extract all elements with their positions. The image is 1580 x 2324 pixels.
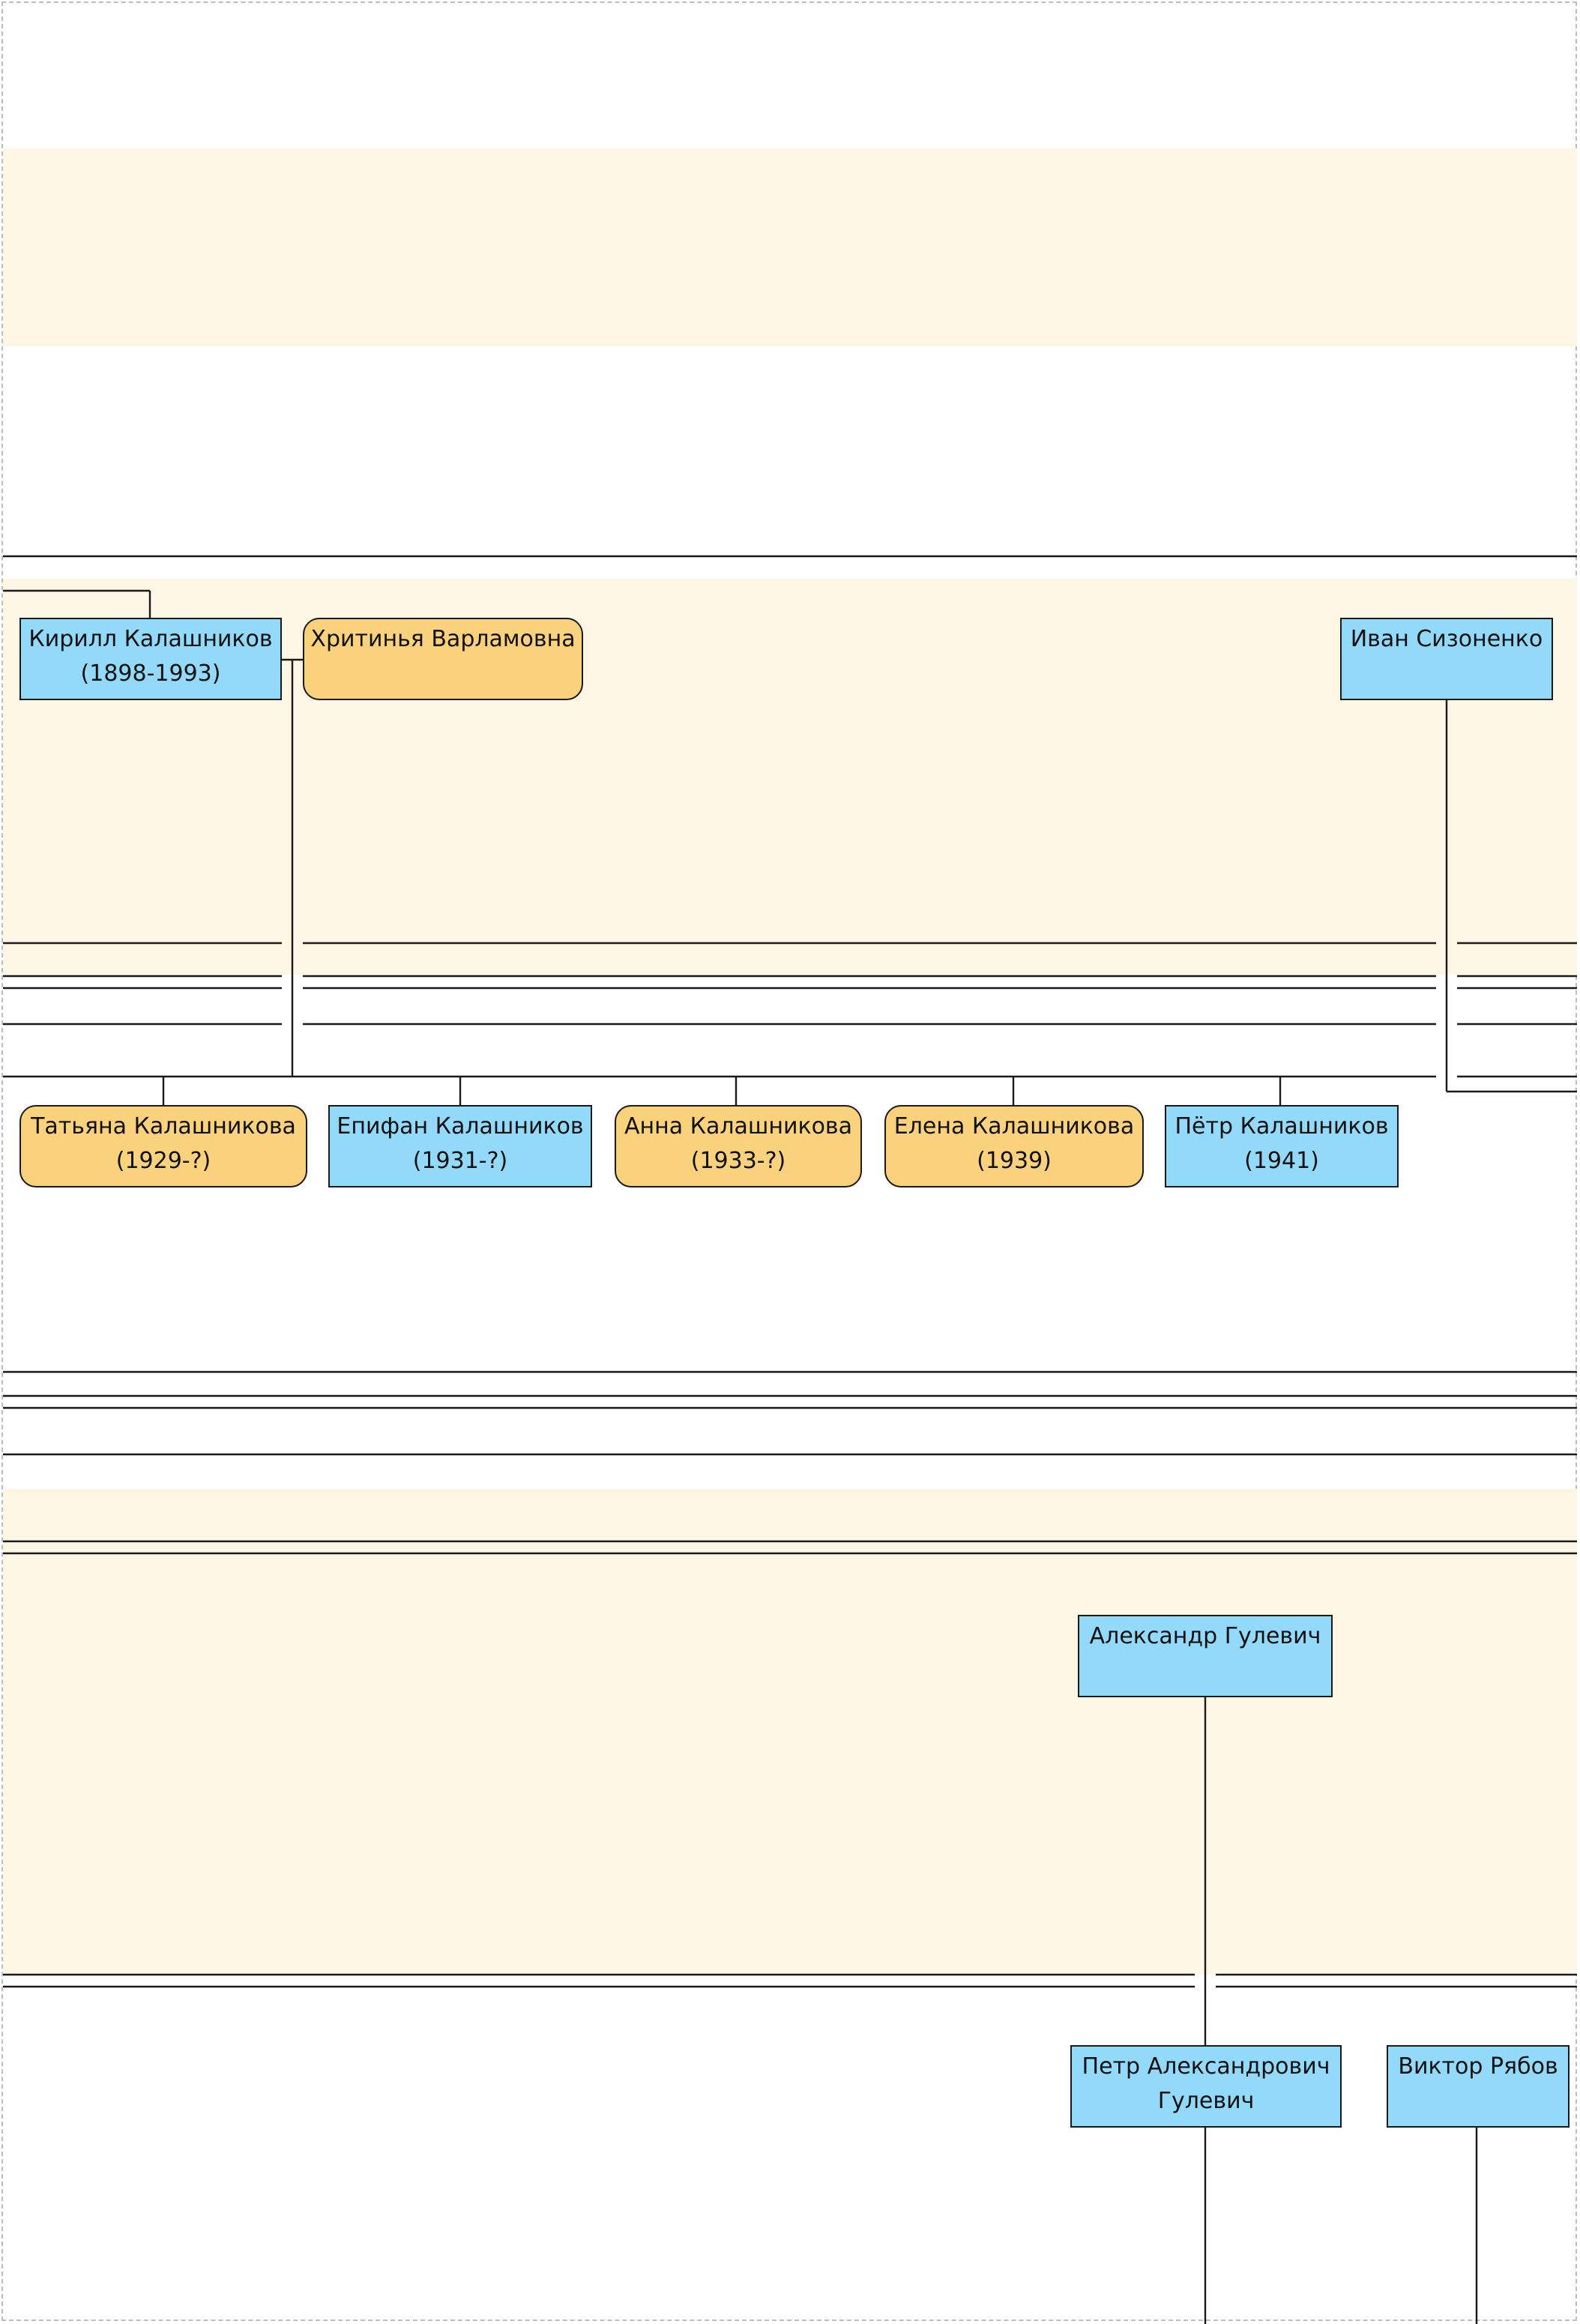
person-name: Татьяна Калашникова (31, 1113, 296, 1140)
person-card-petr-gulevich[interactable]: Петр Александрович Гулевич (1070, 2045, 1342, 2128)
person-card-kirill[interactable]: Кирилл Калашников (1898-1993) (19, 618, 282, 700)
person-card-elena[interactable]: Елена Калашникова (1939) (884, 1105, 1144, 1187)
person-dates: (1939) (977, 1148, 1052, 1174)
person-name: Кирилл Калашников (28, 626, 273, 652)
person-dates: (1898-1993) (80, 660, 221, 687)
person-dates: (1933-?) (690, 1148, 786, 1174)
person-card-aleksandr[interactable]: Александр Гулевич (1078, 1615, 1333, 1697)
person-card-tatyana[interactable]: Татьяна Калашникова (1929-?) (19, 1105, 307, 1187)
person-name: Иван Сизоненко (1350, 626, 1543, 652)
person-card-epifan[interactable]: Епифан Калашников (1931-?) (328, 1105, 592, 1187)
person-card-ivan[interactable]: Иван Сизоненко (1340, 618, 1553, 700)
person-card-viktor[interactable]: Виктор Рябов (1387, 2045, 1570, 2128)
person-card-anna[interactable]: Анна Калашникова (1933-?) (615, 1105, 862, 1187)
person-dates: (1931-?) (412, 1148, 508, 1174)
generation-band-3 (3, 1489, 1577, 1975)
person-name: Хритинья Варламовна (310, 626, 576, 652)
person-card-petr-kalashnikov[interactable]: Пётр Калашников (1941) (1165, 1105, 1399, 1187)
person-dates: (1941) (1244, 1148, 1319, 1174)
person-name: Александр Гулевич (1089, 1623, 1321, 1649)
person-name-line1: Петр Александрович (1082, 2053, 1330, 2080)
person-dates: (1929-?) (115, 1148, 211, 1174)
person-name: Пётр Калашников (1175, 1113, 1389, 1140)
person-name: Епифан Калашников (337, 1113, 584, 1140)
person-name: Елена Калашникова (893, 1113, 1135, 1140)
generation-band-1 (3, 148, 1577, 346)
person-card-khritinya[interactable]: Хритинья Варламовна (303, 618, 583, 700)
person-name: Виктор Рябов (1398, 2053, 1558, 2080)
person-name-line2: Гулевич (1157, 2088, 1255, 2114)
person-name: Анна Калашникова (624, 1113, 852, 1140)
